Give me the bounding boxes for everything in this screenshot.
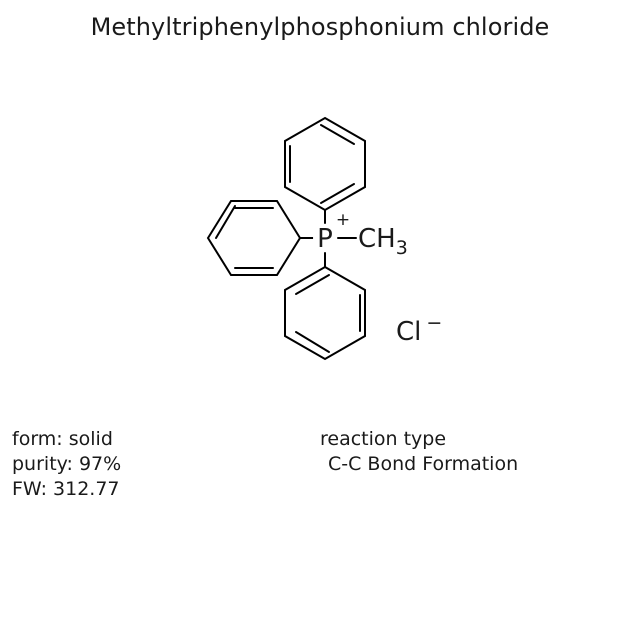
chemical-structure-diagram: P + CH3 Cl− bbox=[180, 95, 470, 380]
structure-svg: P + CH3 Cl− bbox=[206, 116, 442, 361]
chloride-label-main: Cl bbox=[396, 317, 421, 347]
property-formula-weight: FW: 312.77 bbox=[12, 478, 120, 500]
phenyl-ring-top bbox=[284, 116, 366, 212]
phenyl-ring-bottom-outline bbox=[284, 265, 366, 361]
phenyl-ring-left bbox=[206, 200, 302, 276]
phenyl-ring-bottom-double-bond-upper-left bbox=[295, 274, 330, 295]
methyl-label-main: CH bbox=[358, 224, 396, 254]
reaction-type-block: reaction type C-C Bond Formation bbox=[320, 427, 518, 477]
chloride-charge-minus: − bbox=[426, 312, 442, 334]
page-title: Methyltriphenylphosphonium chloride bbox=[90, 13, 550, 41]
reaction-type-heading: reaction type bbox=[320, 428, 447, 450]
charge-label-plus: + bbox=[336, 210, 350, 230]
properties-block: form: solid purity: 97% FW: 312.77 bbox=[12, 427, 121, 502]
reaction-type-value: C-C Bond Formation bbox=[328, 453, 519, 475]
phenyl-ring-left-double-bond-upper-left bbox=[215, 205, 236, 239]
phenyl-ring-left-outline bbox=[206, 200, 302, 276]
property-purity: purity: 97% bbox=[12, 453, 122, 475]
phenyl-ring-top-double-bond-upper-right bbox=[320, 124, 355, 145]
atom-label-chloride: Cl− bbox=[396, 312, 442, 347]
phenyl-ring-bottom-double-bond-lower-left bbox=[295, 331, 330, 353]
property-form: form: solid bbox=[12, 428, 113, 450]
group-label-methyl: CH3 bbox=[358, 224, 408, 259]
phenyl-ring-top-outline bbox=[284, 116, 366, 212]
phenyl-ring-top-double-bond-lower-right bbox=[320, 183, 355, 204]
atom-label-phosphorus: P bbox=[317, 224, 333, 254]
p-label-background bbox=[313, 226, 337, 250]
methyl-label-subscript: 3 bbox=[396, 237, 408, 259]
phenyl-ring-bottom bbox=[284, 265, 366, 361]
